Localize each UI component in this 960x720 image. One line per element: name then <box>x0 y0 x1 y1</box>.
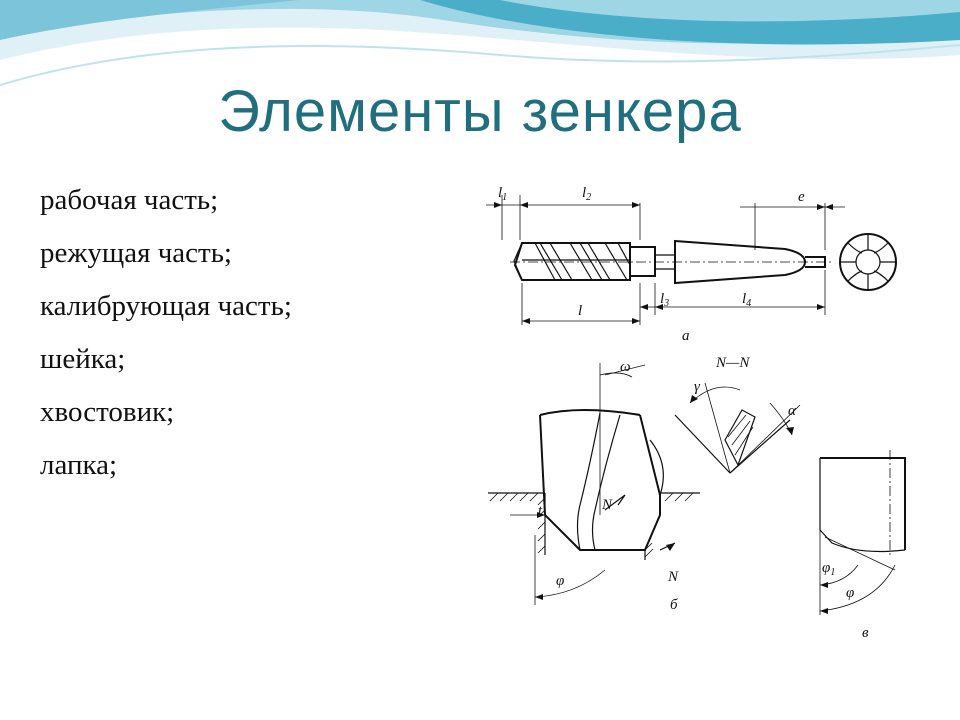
header-wave-decoration <box>0 0 960 86</box>
label-e: e <box>798 189 805 205</box>
label-phi-c: φ <box>846 585 854 601</box>
svg-text:l3: l3 <box>660 291 669 309</box>
list-item: шейка; <box>40 343 126 375</box>
countersink-cutting-view <box>488 363 700 605</box>
label-b: б <box>670 597 678 613</box>
countersink-drawing: l1 l2 e l3 l4 l а ω N—N N t φ N <box>486 185 906 641</box>
list-item: режущая часть; <box>40 237 232 269</box>
label-phi: φ <box>556 573 564 589</box>
svg-text:l1: l1 <box>498 185 507 203</box>
svg-text:l4: l4 <box>742 291 751 309</box>
label-N-bottom: N <box>667 569 679 585</box>
label-t: t <box>538 503 543 519</box>
label-a: а <box>682 328 690 344</box>
list-item: калибрующая часть; <box>40 290 292 322</box>
label-omega: ω <box>620 359 631 375</box>
countersink-angle-view <box>819 450 906 615</box>
svg-text:φ1: φ1 <box>822 560 835 578</box>
section-nn <box>674 382 801 474</box>
label-alpha: α <box>788 403 797 419</box>
svg-text:l2: l2 <box>582 185 591 203</box>
element-list: рабочая часть; режущая часть; калибрующа… <box>40 178 292 496</box>
list-item: рабочая часть; <box>40 184 219 216</box>
label-section: N—N <box>715 355 750 371</box>
label-gamma: γ <box>694 379 701 395</box>
label-v: в <box>862 625 869 641</box>
slide-title: Элементы зенкера <box>218 79 742 144</box>
countersink-side-view <box>486 195 897 325</box>
label-N-arrow: N <box>601 497 613 513</box>
label-l: l <box>578 303 582 319</box>
list-item: лапка; <box>40 449 118 481</box>
list-item: хвостовик; <box>40 396 175 428</box>
